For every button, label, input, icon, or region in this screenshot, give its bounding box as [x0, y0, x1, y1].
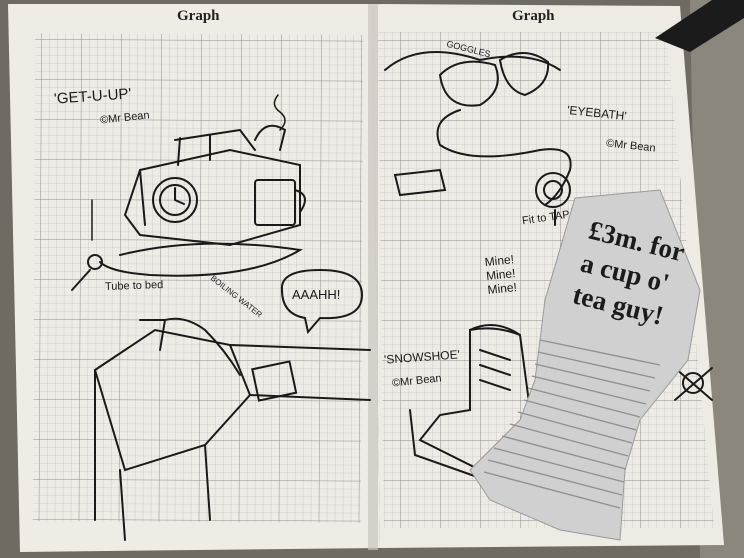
left-page-title: Graph: [177, 8, 220, 24]
label-mine: Mine! Mine! Mine!: [483, 252, 518, 298]
right-page-title: Graph: [512, 8, 555, 24]
newspaper-clipping: [469, 189, 701, 541]
scissors-handle: [655, 0, 744, 52]
left-grid: [32, 33, 364, 523]
label-tube-to-bed: Tube to bed: [104, 278, 164, 294]
label-aaahh: AAAHH!: [292, 287, 341, 302]
